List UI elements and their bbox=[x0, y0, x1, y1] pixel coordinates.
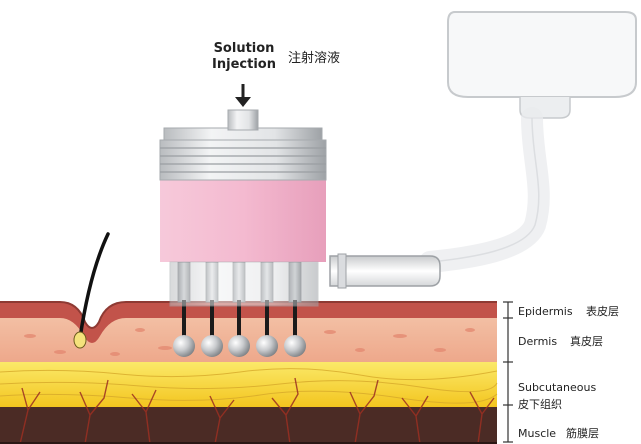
solution-label-line2: Injection bbox=[212, 57, 276, 72]
layer-label-epidermis-en: Epidermis bbox=[518, 305, 573, 318]
layer-label-dermis-en: Dermis bbox=[518, 335, 557, 348]
layer-label-muscle-cn: 筋膜层 bbox=[566, 426, 599, 440]
handpiece-device-icon bbox=[419, 11, 637, 273]
layer-label-subcutaneous-cn: 皮下组织 bbox=[518, 397, 562, 411]
applicator-head bbox=[159, 109, 327, 307]
hair-follicle-icon bbox=[73, 232, 110, 349]
dermis-layer bbox=[0, 310, 497, 362]
layer-bracket bbox=[503, 301, 513, 443]
muscle-layer bbox=[0, 405, 497, 444]
subcutaneous-layer bbox=[0, 362, 497, 407]
epidermis-layer bbox=[0, 302, 497, 343]
skin-cross-section bbox=[0, 301, 498, 444]
layer-label-dermis-cn: 真皮层 bbox=[570, 334, 603, 348]
solution-label-cn: 注射溶液 bbox=[288, 50, 340, 66]
layer-label-muscle-en: Muscle bbox=[518, 427, 556, 440]
layer-label-epidermis-cn: 表皮层 bbox=[586, 304, 619, 318]
solution-label-line1: Solution bbox=[214, 41, 275, 56]
connector-tube bbox=[329, 253, 441, 289]
down-arrow-icon bbox=[235, 84, 251, 107]
layer-label-subcutaneous-en: Subcutaneous bbox=[518, 381, 596, 394]
